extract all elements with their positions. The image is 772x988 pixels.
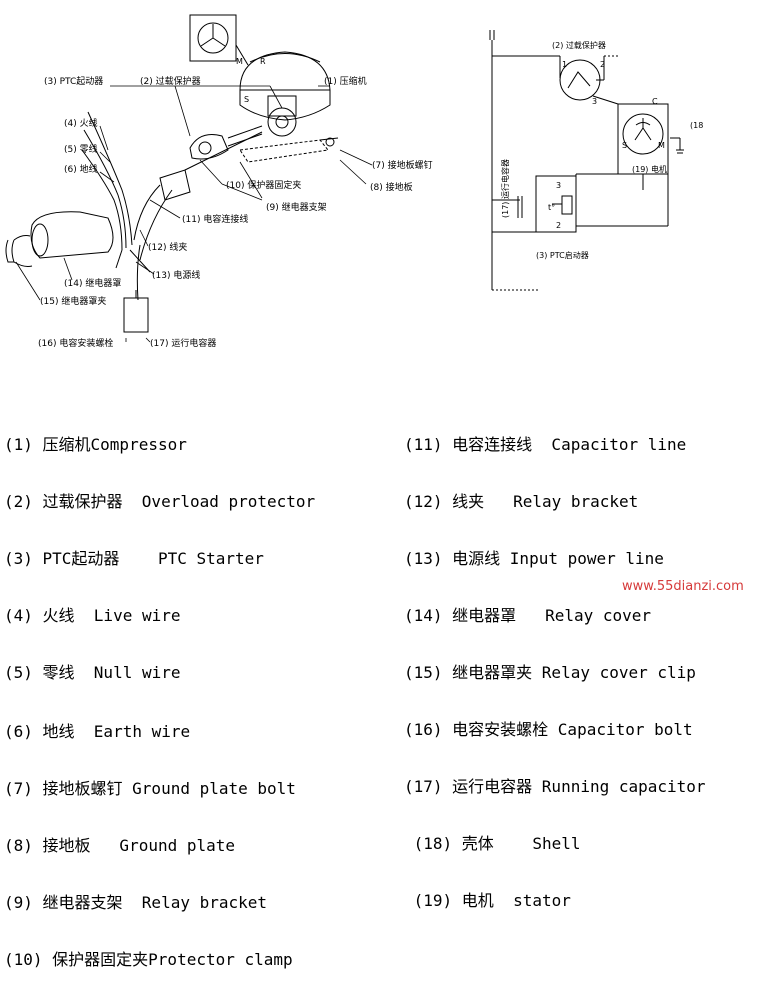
protector-clamp bbox=[189, 125, 263, 160]
label-overload: (2) 过载保护器 bbox=[140, 75, 201, 87]
legend-item: (11) 电容连接线 Capacitor line bbox=[404, 435, 687, 454]
legend-item: (2) 过载保护器 Overload protector bbox=[4, 492, 316, 511]
legend-item: (4) 火线 Live wire bbox=[4, 606, 181, 625]
schematic-motor-s: S bbox=[622, 141, 627, 150]
label-coverclip: (15) 继电器罩夹 bbox=[40, 295, 106, 307]
label-bolt: (7) 接地板螺钉 bbox=[372, 159, 433, 171]
schematic-motor-c: C bbox=[652, 97, 658, 106]
schematic-pin-2: 2 bbox=[600, 60, 605, 69]
leader-lines bbox=[15, 85, 373, 343]
label-compressor: (1) 压缩机 bbox=[324, 75, 367, 87]
label-null: (5) 零线 bbox=[64, 143, 98, 155]
terminal-symbol-box bbox=[189, 14, 249, 66]
legend-item: (10) 保护器固定夹Protector clamp bbox=[4, 950, 293, 969]
schematic-pin-t2: 2 bbox=[556, 221, 561, 230]
schematic-lines bbox=[489, 30, 684, 291]
running-capacitor bbox=[123, 290, 149, 333]
legend-item: (14) 继电器罩 Relay cover bbox=[404, 606, 652, 625]
schematic-motor-m: M bbox=[658, 141, 665, 150]
compressor-body bbox=[239, 51, 331, 137]
terminal-m: M bbox=[236, 57, 243, 66]
schematic-ptc-t: t° bbox=[548, 203, 555, 212]
wire-bundle bbox=[81, 111, 173, 301]
legend-item: (7) 接地板螺钉 Ground plate bolt bbox=[4, 779, 296, 798]
wiring-diagram: (1) 压缩机 (2) 过载保护器 (3) PTC起动器 (4) 火线 (5) … bbox=[5, 14, 703, 349]
legend-item: (17) 运行电容器 Running capacitor bbox=[404, 777, 706, 796]
legend-item: (1) 压缩机Compressor bbox=[4, 435, 187, 454]
legend-item: (9) 继电器支架 Relay bracket bbox=[4, 893, 268, 912]
label-power: (13) 电源线 bbox=[152, 269, 200, 281]
legend-item: (19) 电机 stator bbox=[404, 891, 571, 910]
label-ptc: (3) PTC起动器 bbox=[44, 76, 103, 87]
label-clip: (12) 线夹 bbox=[148, 241, 187, 253]
label-runcap: (17) 运行电容器 bbox=[150, 337, 216, 349]
schematic-label-ptc: (3) PTC启动器 bbox=[536, 250, 589, 260]
legend-item: (3) PTC起动器 PTC Starter bbox=[4, 549, 264, 568]
schematic-label-shell: (18 bbox=[690, 121, 703, 130]
terminal-s: S bbox=[244, 95, 249, 104]
label-plate: (8) 接地板 bbox=[370, 181, 413, 193]
relay-bracket bbox=[239, 137, 339, 163]
schematic-pin-1: 1 bbox=[562, 60, 567, 69]
label-bracket: (9) 继电器支架 bbox=[266, 201, 327, 213]
relay-cover bbox=[30, 211, 114, 259]
relay-cover-clip bbox=[5, 235, 33, 267]
legend-item: (6) 地线 Earth wire bbox=[4, 722, 191, 741]
legend-item: (15) 继电器罩夹 Relay cover clip bbox=[404, 663, 696, 682]
terminal-r: R bbox=[260, 57, 266, 66]
schematic-label-overload: (2) 过载保护器 bbox=[552, 40, 606, 50]
schematic-label-runcap: (17) 运行电容器 bbox=[500, 159, 510, 218]
label-clamp: (10) 保护器固定夹 bbox=[226, 179, 301, 191]
legend-item: (13) 电源线 Input power line bbox=[404, 549, 664, 568]
watermark-text: www.55dianzi.com bbox=[622, 579, 744, 594]
legend-item: (16) 电容安装螺栓 Capacitor bolt bbox=[404, 720, 693, 739]
legend-right: (11) 电容连接线 Capacitor line (12) 线夹 Relay … bbox=[404, 397, 706, 929]
schematic-pin-3: 3 bbox=[592, 97, 597, 106]
label-capline: (11) 电容连接线 bbox=[182, 213, 248, 225]
label-earth: (6) 地线 bbox=[64, 163, 98, 175]
label-capbolt: (16) 电容安装螺栓 bbox=[38, 337, 113, 349]
legend-item: (18) 壳体 Shell bbox=[404, 834, 581, 853]
legend-left: (1) 压缩机Compressor (2) 过载保护器 Overload pro… bbox=[4, 397, 315, 988]
schematic-pin-t3: 3 bbox=[556, 181, 561, 190]
label-live: (4) 火线 bbox=[64, 117, 98, 129]
legend-item: (5) 零线 Null wire bbox=[4, 663, 181, 682]
ptc-starter bbox=[159, 131, 263, 201]
label-cover: (14) 继电器罩 bbox=[64, 277, 121, 289]
legend-item: (12) 线夹 Relay bracket bbox=[404, 492, 639, 511]
schematic-label-stator: (19) 电机 bbox=[632, 164, 667, 174]
legend-item: (8) 接地板 Ground plate bbox=[4, 836, 236, 855]
